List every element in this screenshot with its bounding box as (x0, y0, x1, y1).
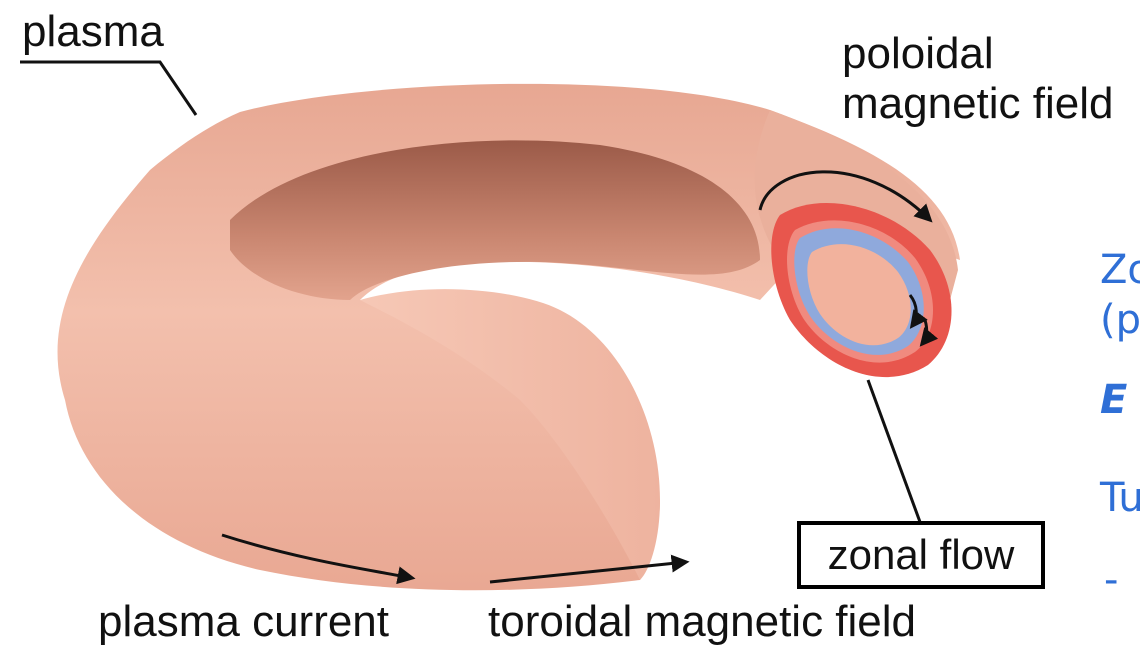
plasma-current-label: plasma current (98, 600, 389, 644)
zonal-flow-label-box: zonal flow (797, 521, 1045, 589)
poloidal-label-line1: poloidal (842, 32, 994, 76)
zonal-flow-label: zonal flow (828, 531, 1015, 579)
plasma-leader-line (20, 62, 196, 115)
side-text-line2: (p (1100, 300, 1140, 340)
poloidal-label-line2: magnetic field (842, 82, 1113, 126)
side-text-line5: - (1104, 560, 1118, 600)
zonal-flow-leader-line (868, 380, 920, 522)
plasma-label: plasma (22, 10, 164, 54)
side-text-line3: E (1100, 380, 1127, 420)
side-text-line4: Tu (1100, 478, 1140, 518)
side-text-line1: Zo (1100, 250, 1140, 290)
toroidal-field-label: toroidal magnetic field (488, 600, 916, 644)
